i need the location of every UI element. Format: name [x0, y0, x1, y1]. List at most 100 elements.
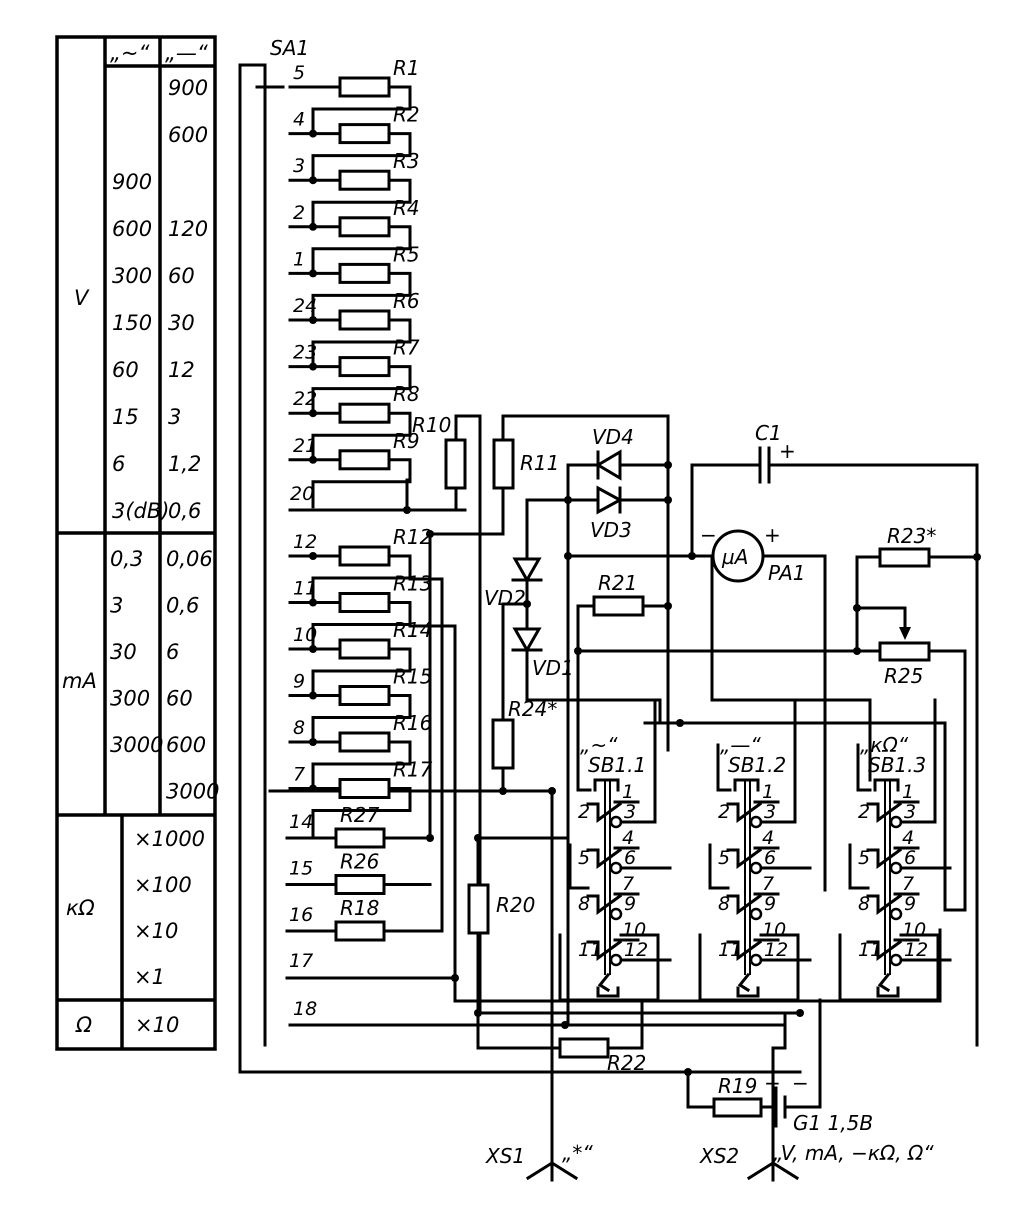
voltage-ac-cell: 15	[112, 405, 139, 429]
wire	[708, 843, 730, 890]
junction	[309, 129, 317, 138]
wire	[856, 743, 872, 792]
resistor-label: R26	[340, 850, 379, 874]
resistor	[338, 638, 391, 660]
button-pin: 11	[718, 939, 742, 961]
resistor-label: R1	[393, 56, 420, 80]
pa1-label: PA1	[768, 561, 805, 585]
kohm-multiplier: ×1000	[134, 827, 205, 851]
button-pin: 9	[764, 893, 776, 915]
button-pin: 7	[762, 873, 774, 895]
resistor	[338, 545, 391, 567]
battery-minus: −	[792, 1071, 809, 1095]
junction	[309, 455, 317, 464]
wire	[767, 463, 979, 1047]
junction	[309, 645, 317, 653]
junction	[664, 496, 672, 504]
button-name-label: SB1.1	[588, 753, 646, 777]
button-base	[736, 986, 760, 998]
button-pin: 9	[624, 893, 636, 915]
switch-shaft	[238, 63, 267, 1074]
pin-label: 11	[293, 578, 317, 600]
junction	[499, 787, 507, 795]
wire	[855, 555, 882, 653]
junction	[309, 316, 317, 324]
resistor	[338, 731, 391, 753]
pin-17-label: 17	[289, 950, 313, 972]
junction	[684, 1068, 692, 1076]
wire	[408, 624, 457, 980]
current-dc-cell: 0,6	[166, 594, 199, 618]
wire	[428, 486, 505, 536]
junction	[973, 553, 981, 561]
switch-sa1: SA1	[238, 36, 802, 1074]
voltage-ac-cell: 60	[112, 358, 139, 382]
button-contact	[726, 939, 763, 961]
wire	[311, 787, 412, 837]
button-contact	[586, 801, 623, 823]
current-ac-cell: 30	[110, 640, 137, 664]
resistor-r10	[444, 438, 467, 490]
button-spring-icon	[597, 972, 611, 993]
button-contact	[866, 939, 903, 961]
button-pin: 8	[858, 893, 870, 915]
current-dc-cell: 600	[166, 733, 206, 757]
junction	[309, 598, 317, 607]
wire	[311, 271, 412, 322]
xs2-label: „V, mA, −кΩ, Ω“	[773, 1141, 934, 1165]
wire	[558, 933, 660, 1002]
pin-label: 7	[293, 764, 305, 786]
voltage-ac-cell: 6	[112, 452, 125, 476]
voltage-dc-cell: 12	[168, 358, 195, 382]
xs1-label: „*“	[562, 1141, 593, 1165]
unit-current: mA	[62, 669, 97, 693]
resistor-label: R4	[393, 196, 420, 220]
junction	[561, 1021, 569, 1029]
unit-voltage: V	[74, 286, 90, 310]
junction	[664, 602, 672, 610]
wire	[899, 698, 937, 824]
junction	[853, 647, 861, 655]
button-contact-terminal	[609, 907, 623, 921]
button-pin: 10	[762, 919, 786, 941]
vd4-label: VD4	[592, 425, 634, 449]
wire	[311, 694, 412, 744]
r22-label: R22	[607, 1051, 646, 1075]
pin-label: 16	[289, 904, 313, 926]
ohm-multiplier: ×10	[135, 1013, 179, 1037]
button-name-label: SB1.3	[868, 753, 926, 777]
switch-label: SA1	[270, 36, 309, 60]
wire	[501, 414, 670, 752]
pin-label: 1	[293, 248, 305, 270]
button-pin: 11	[578, 939, 602, 961]
button-pin: 12	[764, 939, 788, 961]
kohm-multiplier: ×10	[134, 919, 178, 943]
wire	[311, 458, 412, 509]
xs2-wire	[771, 1011, 787, 1182]
r25-label: R25	[884, 664, 923, 688]
pin-label: 22	[293, 388, 317, 410]
junction	[676, 719, 684, 727]
resistor-label: R9	[393, 429, 420, 453]
wire	[761, 554, 827, 892]
button-mode-label: „~“	[580, 733, 618, 757]
resistor-r21	[592, 595, 645, 617]
pin-label: 2	[293, 202, 305, 224]
resistor-label: R17	[393, 758, 433, 782]
wire	[311, 647, 412, 698]
wire	[311, 85, 412, 136]
wire	[710, 554, 872, 782]
unit-ohm: Ω	[75, 1013, 92, 1037]
wire	[838, 933, 940, 1002]
button-contact	[586, 893, 623, 915]
current-dc-cell: 60	[166, 687, 193, 711]
button-contact	[586, 939, 623, 961]
diode-vd1-icon	[512, 627, 542, 654]
button-pin: 11	[858, 939, 882, 961]
pin-label: 4	[293, 109, 305, 131]
button-pin: 4	[762, 827, 774, 849]
pin-label: 21	[293, 435, 317, 457]
